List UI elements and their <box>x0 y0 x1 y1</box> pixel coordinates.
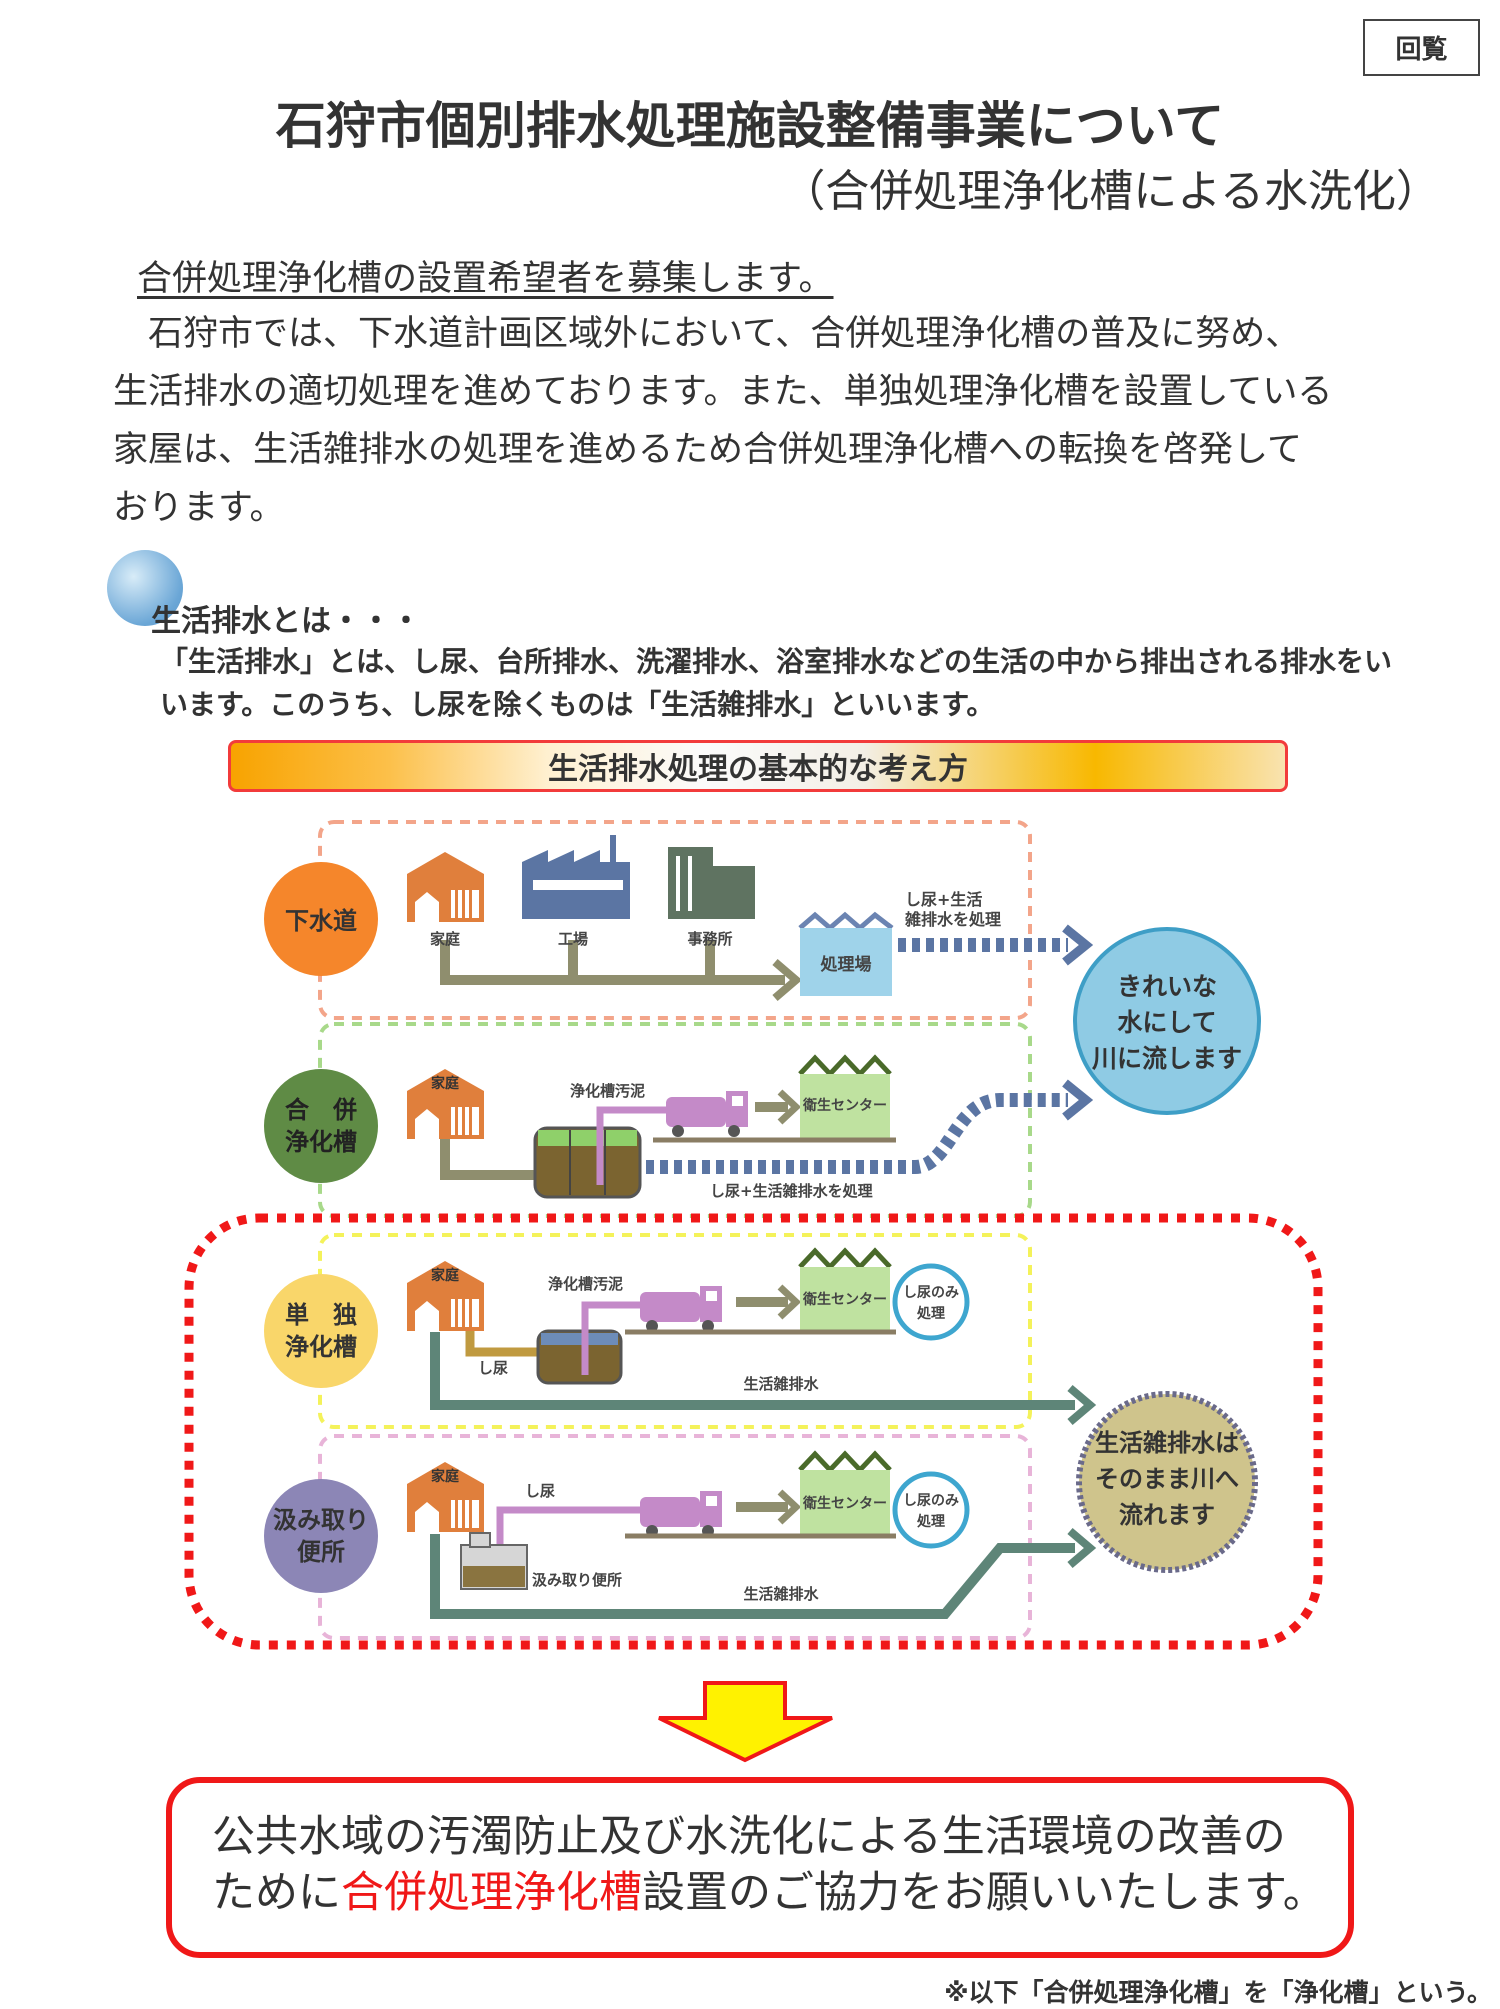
svg-text:川に流します: 川に流します <box>1092 1044 1242 1073</box>
svg-text:処理: 処理 <box>916 1513 945 1530</box>
svg-text:水にして: 水にして <box>1117 1008 1216 1037</box>
svg-text:処理場: 処理場 <box>820 955 872 975</box>
page-subtitle: （合併処理浄化槽による水洗化） <box>781 166 1440 217</box>
svg-text:浄化槽汚泥: 浄化槽汚泥 <box>570 1082 645 1100</box>
diagram-banner: 生活排水処理の基本的な考え方 <box>228 740 1288 792</box>
svg-text:衛生センター: 衛生センター <box>802 1495 887 1512</box>
treated-flow-arrow <box>646 1079 1094 1174</box>
arrow-icon <box>736 1284 802 1320</box>
arrow-icon <box>755 1089 802 1125</box>
factory-icon <box>522 835 630 919</box>
category-combined: 合 併 浄化槽 <box>264 1069 378 1183</box>
svg-text:し尿+生活: し尿+生活 <box>905 890 982 909</box>
page-title: 石狩市個別排水処理施設整備事業について <box>275 97 1225 155</box>
svg-text:し尿+生活雑排水を処理: し尿+生活雑排水を処理 <box>710 1182 873 1200</box>
appeal-line: ために合併処理浄化槽設置のご協力をお願いいたします。 <box>212 1865 1348 1921</box>
svg-text:汲み取り便所: 汲み取り便所 <box>532 1571 622 1589</box>
sanitation-center-icon: 衛生センター <box>800 1058 890 1138</box>
svg-text:便所: 便所 <box>297 1538 345 1566</box>
truck-icon <box>640 1286 722 1332</box>
svg-text:し尿のみ: し尿のみ <box>903 1493 959 1509</box>
truck-icon <box>640 1491 722 1537</box>
sewer-pipe <box>440 940 803 1002</box>
appeal-emphasis: 合併処理浄化槽 <box>341 1868 642 1918</box>
arrow-icon <box>736 1489 802 1525</box>
category-single: 単 独 浄化槽 <box>264 1274 378 1388</box>
bullet-circle-icon <box>107 550 183 626</box>
recruitment-heading: 合併処理浄化槽の設置希望者を募集します。 <box>137 259 834 299</box>
sanitation-center-icon: 衛生センター <box>800 1251 890 1331</box>
definition-heading: 生活排水とは・・・ <box>151 604 421 639</box>
untreated-outcome: 生活雑排水は そのまま川へ 流れます <box>1076 1391 1258 1573</box>
svg-text:処理: 処理 <box>916 1305 945 1322</box>
clean-water-outcome: きれいな 水にして 川に流します <box>1073 927 1261 1115</box>
definition-line: 「生活排水」とは、し尿、台所排水、洗濯排水、浴室排水などの生活の中から排出される… <box>160 645 1393 678</box>
svg-text:浄化槽: 浄化槽 <box>285 1128 357 1156</box>
svg-text:下水道: 下水道 <box>285 907 357 935</box>
svg-text:浄化槽汚泥: 浄化槽汚泥 <box>548 1275 623 1293</box>
svg-text:浄化槽: 浄化槽 <box>285 1333 357 1361</box>
truck-icon <box>666 1091 748 1137</box>
circulation-stamp: 回覧 <box>1363 19 1480 76</box>
svg-text:衛生センター: 衛生センター <box>802 1097 887 1114</box>
appeal-box: 公共水域の汚濁防止及び水洗化による生活環境の改善の ために合併処理浄化槽設置のご… <box>166 1777 1354 1958</box>
svg-text:家庭: 家庭 <box>430 930 461 948</box>
intro-line: 生活排水の適切処理を進めております。また、単独処理浄化槽を設置している <box>113 372 1333 412</box>
intro-line: おります。 <box>113 488 285 528</box>
svg-text:生活雑排水: 生活雑排水 <box>743 1585 819 1603</box>
svg-text:汲み取り: 汲み取り <box>273 1506 369 1534</box>
svg-text:生活雑排水: 生活雑排水 <box>743 1375 819 1393</box>
nightsoil-only-badge: し尿のみ 処理 <box>892 1471 970 1549</box>
septic-tank-icon <box>536 1329 623 1385</box>
graywater-pipe <box>430 1332 1075 1410</box>
svg-text:生活雑排水は: 生活雑排水は <box>1095 1429 1239 1457</box>
sludge-hose <box>596 1106 666 1185</box>
combined-pipe <box>440 1139 540 1180</box>
nightsoil-only-badge: し尿のみ 処理 <box>892 1263 970 1341</box>
intro-line: 石狩市では、下水道計画区域外において、合併処理浄化槽の普及に努め、 <box>113 314 1301 354</box>
svg-text:工場: 工場 <box>558 930 588 948</box>
treated-flow-arrow <box>898 924 1094 966</box>
svg-text:事務所: 事務所 <box>687 930 732 948</box>
svg-text:きれいな: きれいな <box>1117 972 1217 1001</box>
intro-paragraph: 石狩市では、下水道計画区域外において、合併処理浄化槽の普及に努め、 生活排水の適… <box>113 305 1413 537</box>
appeal-line: 公共水域の汚濁防止及び水洗化による生活環境の改善の <box>212 1812 1286 1862</box>
pit-toilet-icon <box>460 1532 528 1590</box>
sanitation-center-icon: 衛生センター <box>800 1454 890 1534</box>
office-icon <box>668 847 755 919</box>
intro-line: 家屋は、生活雑排水の処理を進めるため合併処理浄化槽への転換を啓発して <box>113 430 1302 470</box>
svg-text:し尿: し尿 <box>525 1482 555 1500</box>
category-sewer: 下水道 <box>264 862 378 976</box>
alert-box <box>184 1213 1323 1650</box>
svg-text:家庭: 家庭 <box>431 1075 460 1092</box>
svg-text:雑排水を処理: 雑排水を処理 <box>904 910 1001 929</box>
down-arrow-icon <box>658 1681 833 1763</box>
nightsoil-pipe <box>465 1330 540 1357</box>
septic-tank-icon <box>533 1126 642 1199</box>
appeal-text: 設置のご協力をお願いいたします。 <box>642 1868 1326 1918</box>
svg-text:流れます: 流れます <box>1119 1501 1215 1529</box>
svg-text:そのまま川へ: そのまま川へ <box>1095 1465 1239 1493</box>
svg-text:単 独: 単 独 <box>285 1301 357 1329</box>
svg-text:合 併: 合 併 <box>285 1096 357 1124</box>
category-pit: 汲み取り 便所 <box>264 1479 378 1593</box>
house-icon <box>407 852 484 922</box>
definition-text: 「生活排水」とは、し尿、台所排水、洗濯排水、浴室排水などの生活の中から排出される… <box>160 640 1392 726</box>
treatment-plant-icon: 処理場 <box>798 911 894 996</box>
svg-text:し尿: し尿 <box>478 1359 508 1377</box>
footnote: ※以下「合併処理浄化槽」を「浄化槽」という。 <box>944 1978 1492 2007</box>
nightsoil-hose <box>496 1506 640 1560</box>
definition-line: います。このうち、し尿を除くものは「生活雑排水」といいます。 <box>160 688 995 721</box>
appeal-text: ために <box>212 1868 341 1918</box>
svg-text:し尿のみ: し尿のみ <box>903 1285 959 1301</box>
graywater-pipe <box>430 1534 1075 1619</box>
svg-text:家庭: 家庭 <box>431 1468 460 1485</box>
svg-text:家庭: 家庭 <box>431 1267 460 1284</box>
svg-text:衛生センター: 衛生センター <box>802 1291 887 1308</box>
